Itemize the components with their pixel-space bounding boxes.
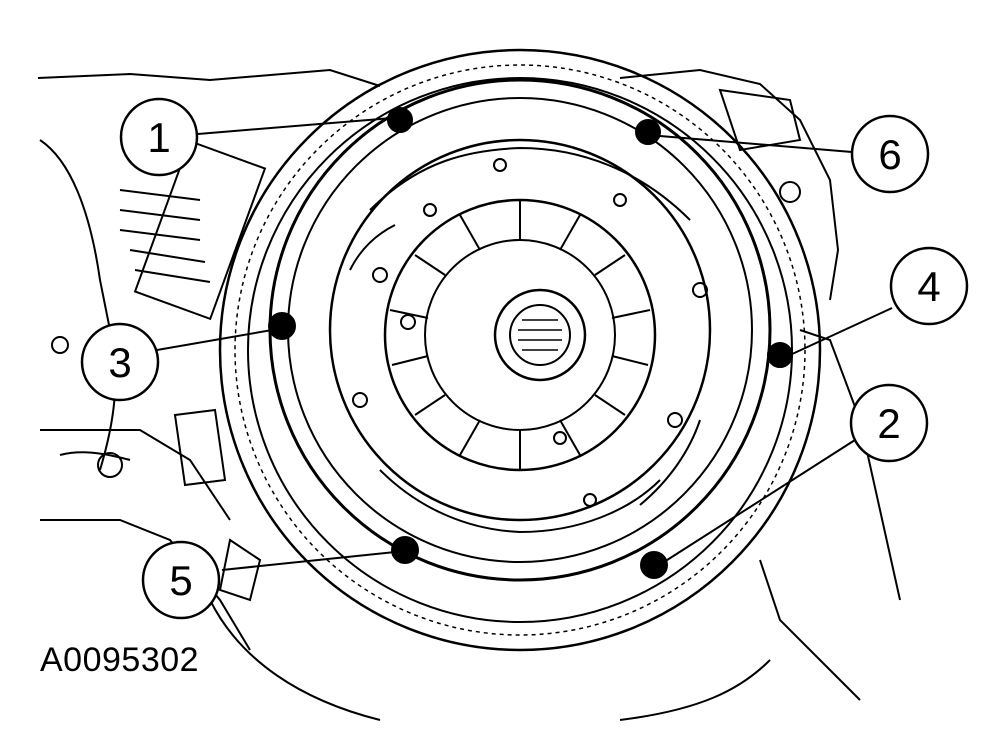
bolts (268, 107, 793, 579)
callout-6-circle (850, 114, 930, 194)
bolt-4 (767, 342, 793, 368)
callout-1-label: 1 (147, 114, 170, 161)
callout-2-label: 2 (877, 400, 900, 447)
callout-3-label: 3 (108, 339, 131, 386)
figure-id: A0095302 (40, 641, 200, 679)
callout-6-label: 6 (878, 131, 901, 178)
callout-5-circle (141, 540, 221, 620)
leader-lines (156, 117, 893, 571)
cover-rivets (352, 158, 708, 507)
bolt-5 (391, 536, 419, 564)
callout-circles (80, 97, 969, 620)
callout-4-circle (889, 246, 969, 326)
bolt-1 (387, 107, 413, 133)
callout-5-label: 5 (169, 557, 192, 604)
callout-2-circle (849, 383, 929, 463)
clutch-hub (493, 288, 587, 382)
bolt-2 (640, 551, 668, 579)
diaphragm-spring (383, 198, 657, 472)
bolt-3 (268, 312, 296, 340)
callout-4-label: 4 (917, 263, 940, 310)
callout-1-circle (119, 97, 199, 177)
callout-3-circle (80, 322, 160, 402)
bolt-6 (635, 119, 661, 145)
